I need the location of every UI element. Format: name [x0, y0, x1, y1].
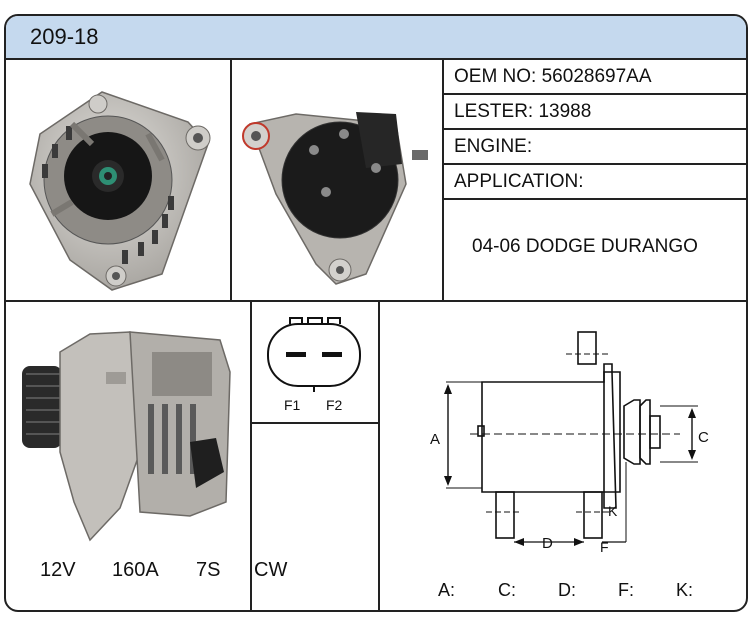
- dimension-label-f: F: [600, 539, 609, 555]
- legend-d: D:: [558, 580, 576, 600]
- application-value: 04-06 DODGE DURANGO: [472, 236, 698, 257]
- connector-pin-f2: [322, 352, 342, 357]
- lester-number: LESTER: 13988: [454, 101, 592, 122]
- alternator-rear-photo: [242, 112, 428, 285]
- divider-top-left: [230, 58, 232, 300]
- divider-spec-row-1: [442, 93, 746, 95]
- divider-spec-row-4: [442, 198, 746, 200]
- connector-pin-f1: [286, 352, 306, 357]
- application-label: APPLICATION:: [454, 171, 584, 192]
- divider-spec-row-2: [442, 128, 746, 130]
- legend-c: C:: [498, 580, 516, 600]
- dimension-label-c: C: [698, 429, 709, 446]
- diagram-body-outline: [481, 363, 621, 493]
- alternator-front-photo: [29, 91, 211, 291]
- legend-f: F:: [618, 580, 634, 600]
- legend-a: A:: [438, 580, 455, 600]
- dimension-diagram: A C D K F A: C: D: F: K:: [430, 331, 709, 600]
- header-bar: 209-18: [6, 16, 746, 60]
- voltage-value: 12V: [40, 559, 76, 581]
- legend-k: K:: [676, 580, 693, 600]
- divider-middle-horizontal: [6, 300, 746, 302]
- connector-label-f1: F1: [284, 397, 301, 413]
- alternator-side-photo: [22, 331, 231, 542]
- divider-bottom-left: [250, 300, 252, 610]
- oem-number: OEM NO: 56028697AA: [454, 66, 652, 87]
- connector-diagram: F1 F2: [267, 317, 361, 413]
- amperage-value: 160A: [112, 559, 159, 581]
- divider-bottom-right: [378, 300, 380, 610]
- rotation-value: CW: [254, 559, 288, 581]
- connector-label-f2: F2: [326, 397, 343, 413]
- engine-label: ENGINE:: [454, 136, 533, 157]
- dimension-label-k: K: [608, 503, 618, 519]
- dimension-label-a: A: [430, 431, 440, 448]
- connector-housing: [267, 323, 361, 387]
- divider-connector-bottom: [250, 422, 380, 424]
- divider-spec-row-3: [442, 163, 746, 165]
- spec-sheet: 209-18 OEM NO: 56028697AA LESTER: 13988 …: [4, 14, 748, 612]
- pulley-value: 7S: [196, 559, 221, 581]
- dimension-label-d: D: [542, 535, 553, 552]
- divider-top-right: [442, 58, 444, 300]
- part-number-title: 209-18: [30, 24, 99, 49]
